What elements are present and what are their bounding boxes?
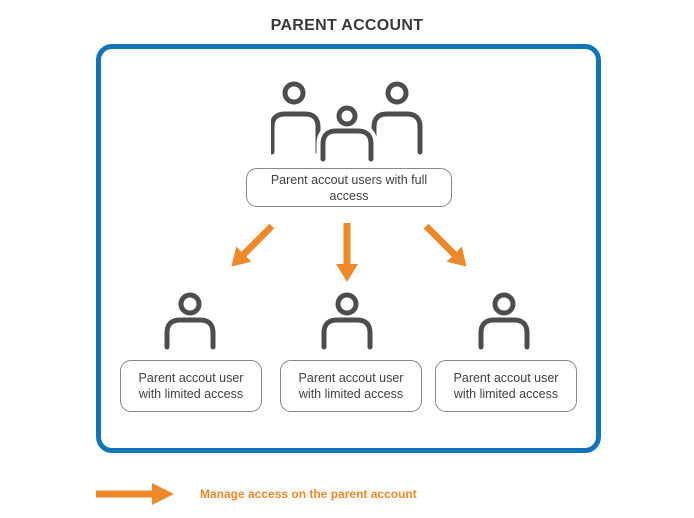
limited-access-label: Parent accout user with limited access: [138, 371, 244, 401]
users-group-icon: [271, 81, 423, 163]
user-icon: [478, 292, 530, 350]
full-access-label: Parent accout users with full access: [270, 172, 428, 203]
legend-label: Manage access on the parent account: [200, 487, 417, 501]
user-icon: [164, 292, 216, 350]
user-icon: [321, 292, 373, 350]
limited-access-label: Parent accout user with limited access: [453, 371, 559, 401]
limited-access-node: Parent accout user with limited access: [280, 360, 422, 412]
limited-access-node: Parent accout user with limited access: [120, 360, 262, 412]
full-access-node: Parent accout users with full access: [246, 168, 452, 207]
limited-access-label: Parent accout user with limited access: [298, 371, 404, 401]
access-arrow-middle-icon: [336, 223, 358, 282]
limited-access-node: Parent accout user with limited access: [435, 360, 577, 412]
access-arrow-right-icon: [423, 223, 467, 267]
access-arrow-left-icon: [231, 223, 275, 267]
manage-access-arrow-icon: [96, 483, 174, 505]
page-title: PARENT ACCOUNT: [270, 17, 424, 34]
